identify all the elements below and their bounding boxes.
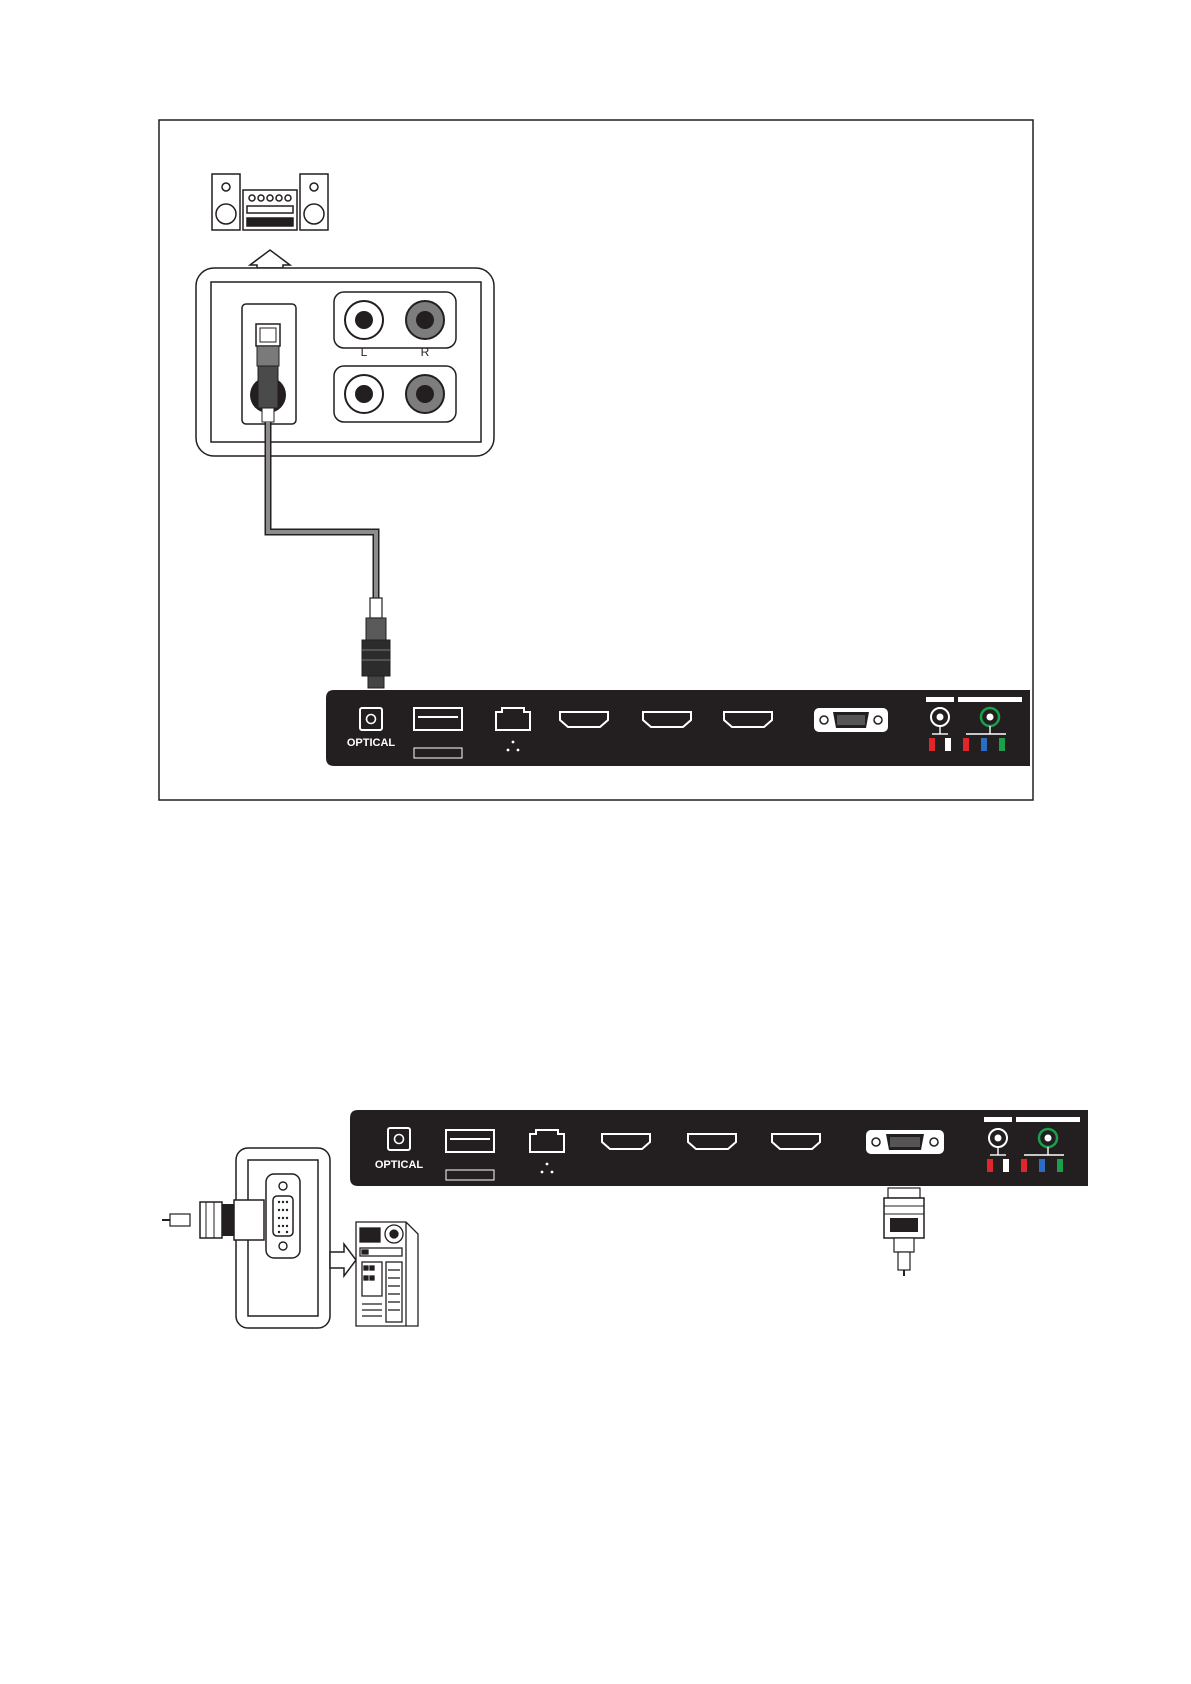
pc-vga-plug-icon: [162, 1200, 264, 1240]
component-label-bar: [1016, 1117, 1080, 1122]
audio-label-bar: [984, 1117, 1012, 1122]
right-arrow: [330, 1244, 356, 1276]
tv-rear-panel: OPTICAL: [326, 690, 1030, 766]
pc-tower-icon: [356, 1222, 418, 1326]
label-right: R: [421, 345, 430, 359]
pc-vga-port-icon: [266, 1174, 300, 1258]
rca-jack-right-icon: [406, 301, 444, 339]
vga-port-icon: [814, 708, 888, 732]
rca-jack-group-bottom: [334, 366, 456, 422]
up-arrow: [250, 250, 290, 268]
device-optical-port: [242, 304, 296, 424]
vga-pc-diagram: OPTICAL: [162, 1110, 1088, 1328]
hifi-stereo-icon: [212, 174, 328, 230]
rca-jack-group-top: [334, 292, 456, 348]
label-left: L: [361, 345, 368, 359]
vga-plug-icon: [884, 1188, 924, 1276]
optical-audio-diagram: L R: [159, 120, 1033, 800]
optical-label-2: OPTICAL: [375, 1159, 424, 1171]
audio-label-bar: [926, 697, 954, 702]
rca-jack-left-icon: [345, 301, 383, 339]
optical-plug-icon: [362, 598, 390, 688]
tv-rear-panel-2: OPTICAL: [350, 1110, 1088, 1186]
vga-port-icon: [866, 1130, 944, 1154]
component-label-bar: [958, 697, 1022, 702]
optical-label: OPTICAL: [347, 737, 396, 749]
